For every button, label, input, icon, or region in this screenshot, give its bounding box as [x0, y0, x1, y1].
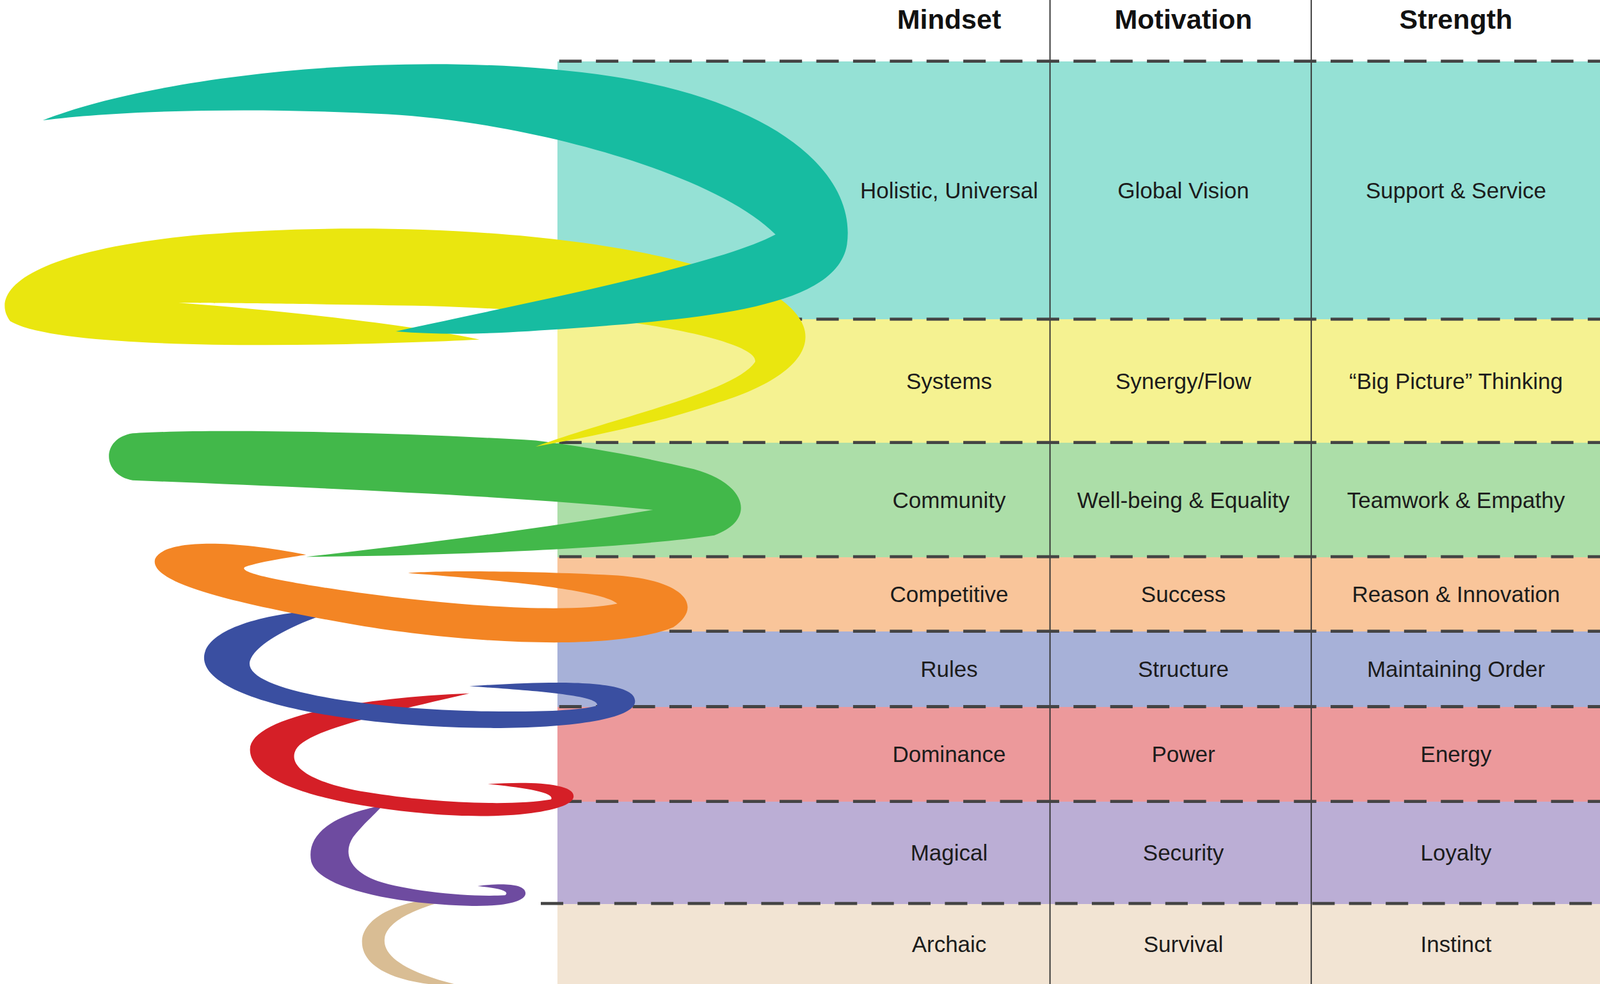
- mindset-text: Community: [892, 485, 1007, 516]
- level-band: Magical Security Loyalty: [557, 801, 1600, 905]
- motivation-text: Security: [1143, 837, 1224, 868]
- column-header: Strength: [1399, 3, 1513, 36]
- level-band: Competitive Success Reason & Innovation: [557, 557, 1600, 632]
- strength-text: Instinct: [1420, 929, 1492, 960]
- motivation-text: Global Vision: [1117, 175, 1250, 206]
- column-header: Motivation: [1114, 3, 1253, 36]
- motivation-text: Power: [1151, 739, 1215, 770]
- mindset-text: Rules: [920, 654, 978, 685]
- strength-text: Reason & Innovation: [1352, 579, 1561, 610]
- strength-text: Support & Service: [1365, 175, 1547, 206]
- mindset-text: Competitive: [890, 579, 1009, 610]
- level-band: Archaic Survival Instinct: [557, 904, 1600, 984]
- strength-text: Loyalty: [1420, 837, 1492, 868]
- strength-text: “Big Picture” Thinking: [1349, 366, 1563, 397]
- motivation-text: Success: [1141, 579, 1226, 610]
- mindset-text: Systems: [906, 366, 992, 397]
- mindset-text: Archaic: [912, 929, 987, 960]
- mindset-text: Magical: [910, 837, 989, 868]
- column-header: Mindset: [897, 3, 1001, 36]
- mindset-text: Dominance: [892, 739, 1006, 770]
- motivation-text: Structure: [1137, 654, 1229, 685]
- strength-text: Energy: [1420, 739, 1492, 770]
- strength-text: Teamwork & Empathy: [1347, 485, 1565, 516]
- motivation-text: Well-being & Equality: [1077, 485, 1290, 516]
- motivation-text: Synergy/Flow: [1115, 366, 1252, 397]
- mindset-text: Holistic, Universal: [860, 175, 1039, 206]
- strength-text: Maintaining Order: [1367, 654, 1545, 685]
- motivation-text: Survival: [1143, 929, 1224, 960]
- level-band: Rules Structure Maintaining Order: [557, 631, 1600, 708]
- level-band: Dominance Power Energy: [557, 707, 1600, 802]
